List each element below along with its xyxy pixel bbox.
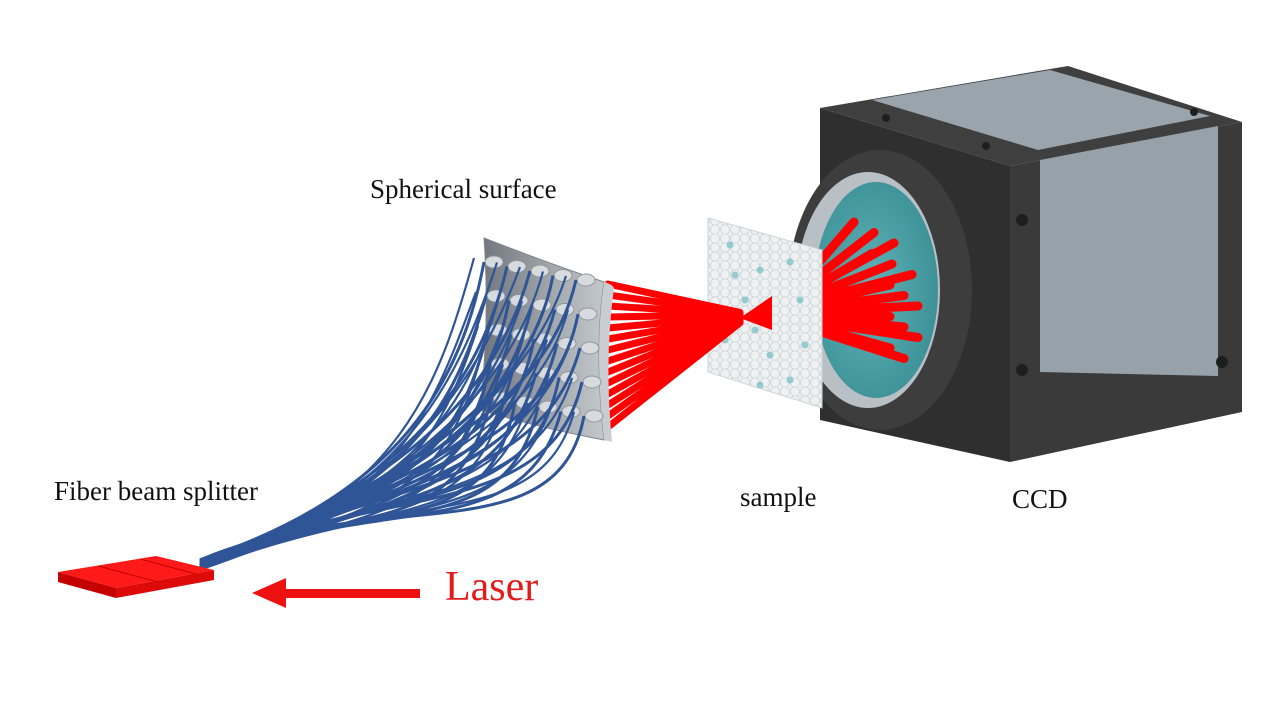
ccd-screw-hole bbox=[1016, 364, 1028, 376]
fiber-connector bbox=[580, 341, 600, 355]
sample-cell-cluster bbox=[726, 241, 734, 249]
fiber-beam-splitter bbox=[58, 556, 214, 598]
ccd-screw-hole bbox=[1190, 108, 1198, 116]
optical-fiber bbox=[199, 325, 480, 570]
light-beam-focus bbox=[740, 296, 772, 330]
ccd-screw-hole bbox=[1016, 214, 1028, 226]
light-beams-converging bbox=[604, 280, 772, 431]
sample-cell-cluster bbox=[766, 351, 774, 359]
light-beam bbox=[604, 319, 744, 431]
sample-cell-cluster bbox=[786, 376, 794, 384]
laser-label: Laser bbox=[445, 564, 539, 610]
optical-fiber bbox=[199, 411, 576, 564]
fiber-connector bbox=[576, 273, 596, 287]
sample-cell-cluster bbox=[796, 296, 804, 304]
fiber-connector bbox=[553, 269, 573, 282]
sample-cell-cluster bbox=[741, 296, 749, 304]
optical-fiber bbox=[199, 257, 476, 564]
sample-cell-cluster bbox=[801, 341, 809, 349]
sample-label: sample bbox=[740, 482, 817, 512]
sample-cell-cluster bbox=[731, 271, 739, 279]
ccd-screw-hole bbox=[1216, 356, 1228, 368]
fiber-connector bbox=[484, 255, 504, 269]
fiber-connector bbox=[507, 260, 527, 273]
laser-direction-arrow bbox=[252, 578, 420, 608]
ccd-side-panel bbox=[1040, 126, 1218, 376]
optical-fibers bbox=[199, 257, 586, 571]
ccd-label: CCD bbox=[1012, 484, 1068, 514]
sample-cell-cluster bbox=[751, 326, 759, 334]
sample-cell-cluster bbox=[786, 258, 794, 266]
fiber-connector bbox=[582, 375, 602, 389]
optical-fiber bbox=[199, 415, 586, 562]
sample-cell-cluster bbox=[756, 381, 764, 389]
fiber-connector bbox=[530, 264, 550, 278]
ccd-screw-hole bbox=[982, 142, 990, 150]
sample-cell-cluster bbox=[756, 266, 764, 274]
fiber-connector bbox=[578, 307, 598, 321]
optical-fiber bbox=[199, 407, 553, 571]
fiber-beam-splitter-label: Fiber beam splitter bbox=[54, 476, 258, 506]
spherical-surface-label: Spherical surface bbox=[370, 174, 557, 204]
fiber-connector bbox=[584, 409, 604, 423]
ccd-screw-hole bbox=[882, 114, 890, 122]
optical-fiber bbox=[199, 411, 563, 569]
ccd-top-panel bbox=[872, 70, 1210, 150]
fiber-connector bbox=[486, 289, 506, 303]
